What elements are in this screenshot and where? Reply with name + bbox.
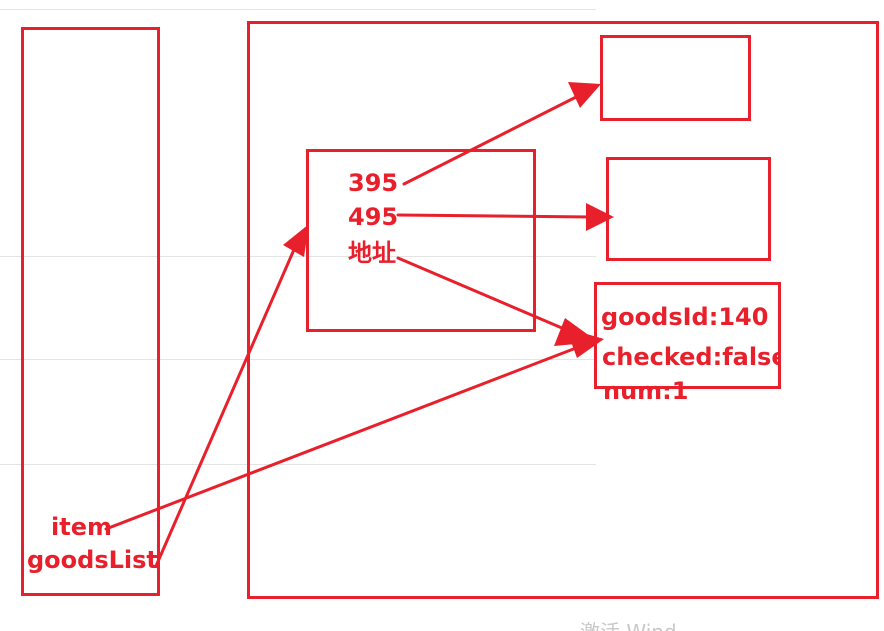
background-row-line xyxy=(0,464,596,465)
array-value-395: 395 xyxy=(348,169,399,197)
background-row-line xyxy=(0,256,596,257)
num-field: num:1 xyxy=(603,377,689,405)
arrow-495-line xyxy=(396,213,594,219)
heap-area-box xyxy=(247,21,879,599)
target-box-top xyxy=(600,35,751,121)
goods-object-box xyxy=(594,282,781,389)
item-label: item xyxy=(51,513,112,541)
arrow-goodslist-head xyxy=(283,224,309,257)
array-value-address: 地址 xyxy=(348,239,396,267)
arrow-item-head xyxy=(566,328,604,358)
array-box xyxy=(306,149,536,332)
activation-watermark: 激活 Wind xyxy=(580,616,677,631)
goods-id-field: goodsId:140 xyxy=(601,303,769,331)
background-row-line xyxy=(0,9,596,10)
background-row-line xyxy=(0,359,596,360)
checked-field: checked:false, xyxy=(602,343,780,371)
arrow-address-line xyxy=(396,256,578,336)
arrow-495-head xyxy=(586,203,614,231)
array-value-495: 495 xyxy=(348,203,399,231)
arrow-goodslist-line xyxy=(154,243,298,568)
arrow-395-line xyxy=(402,92,584,186)
goodslist-label: goodsList xyxy=(27,546,158,574)
arrow-item-line xyxy=(104,346,578,531)
arrow-395-head xyxy=(568,82,601,108)
target-box-middle xyxy=(606,157,771,261)
stack-frame-box xyxy=(21,27,160,596)
